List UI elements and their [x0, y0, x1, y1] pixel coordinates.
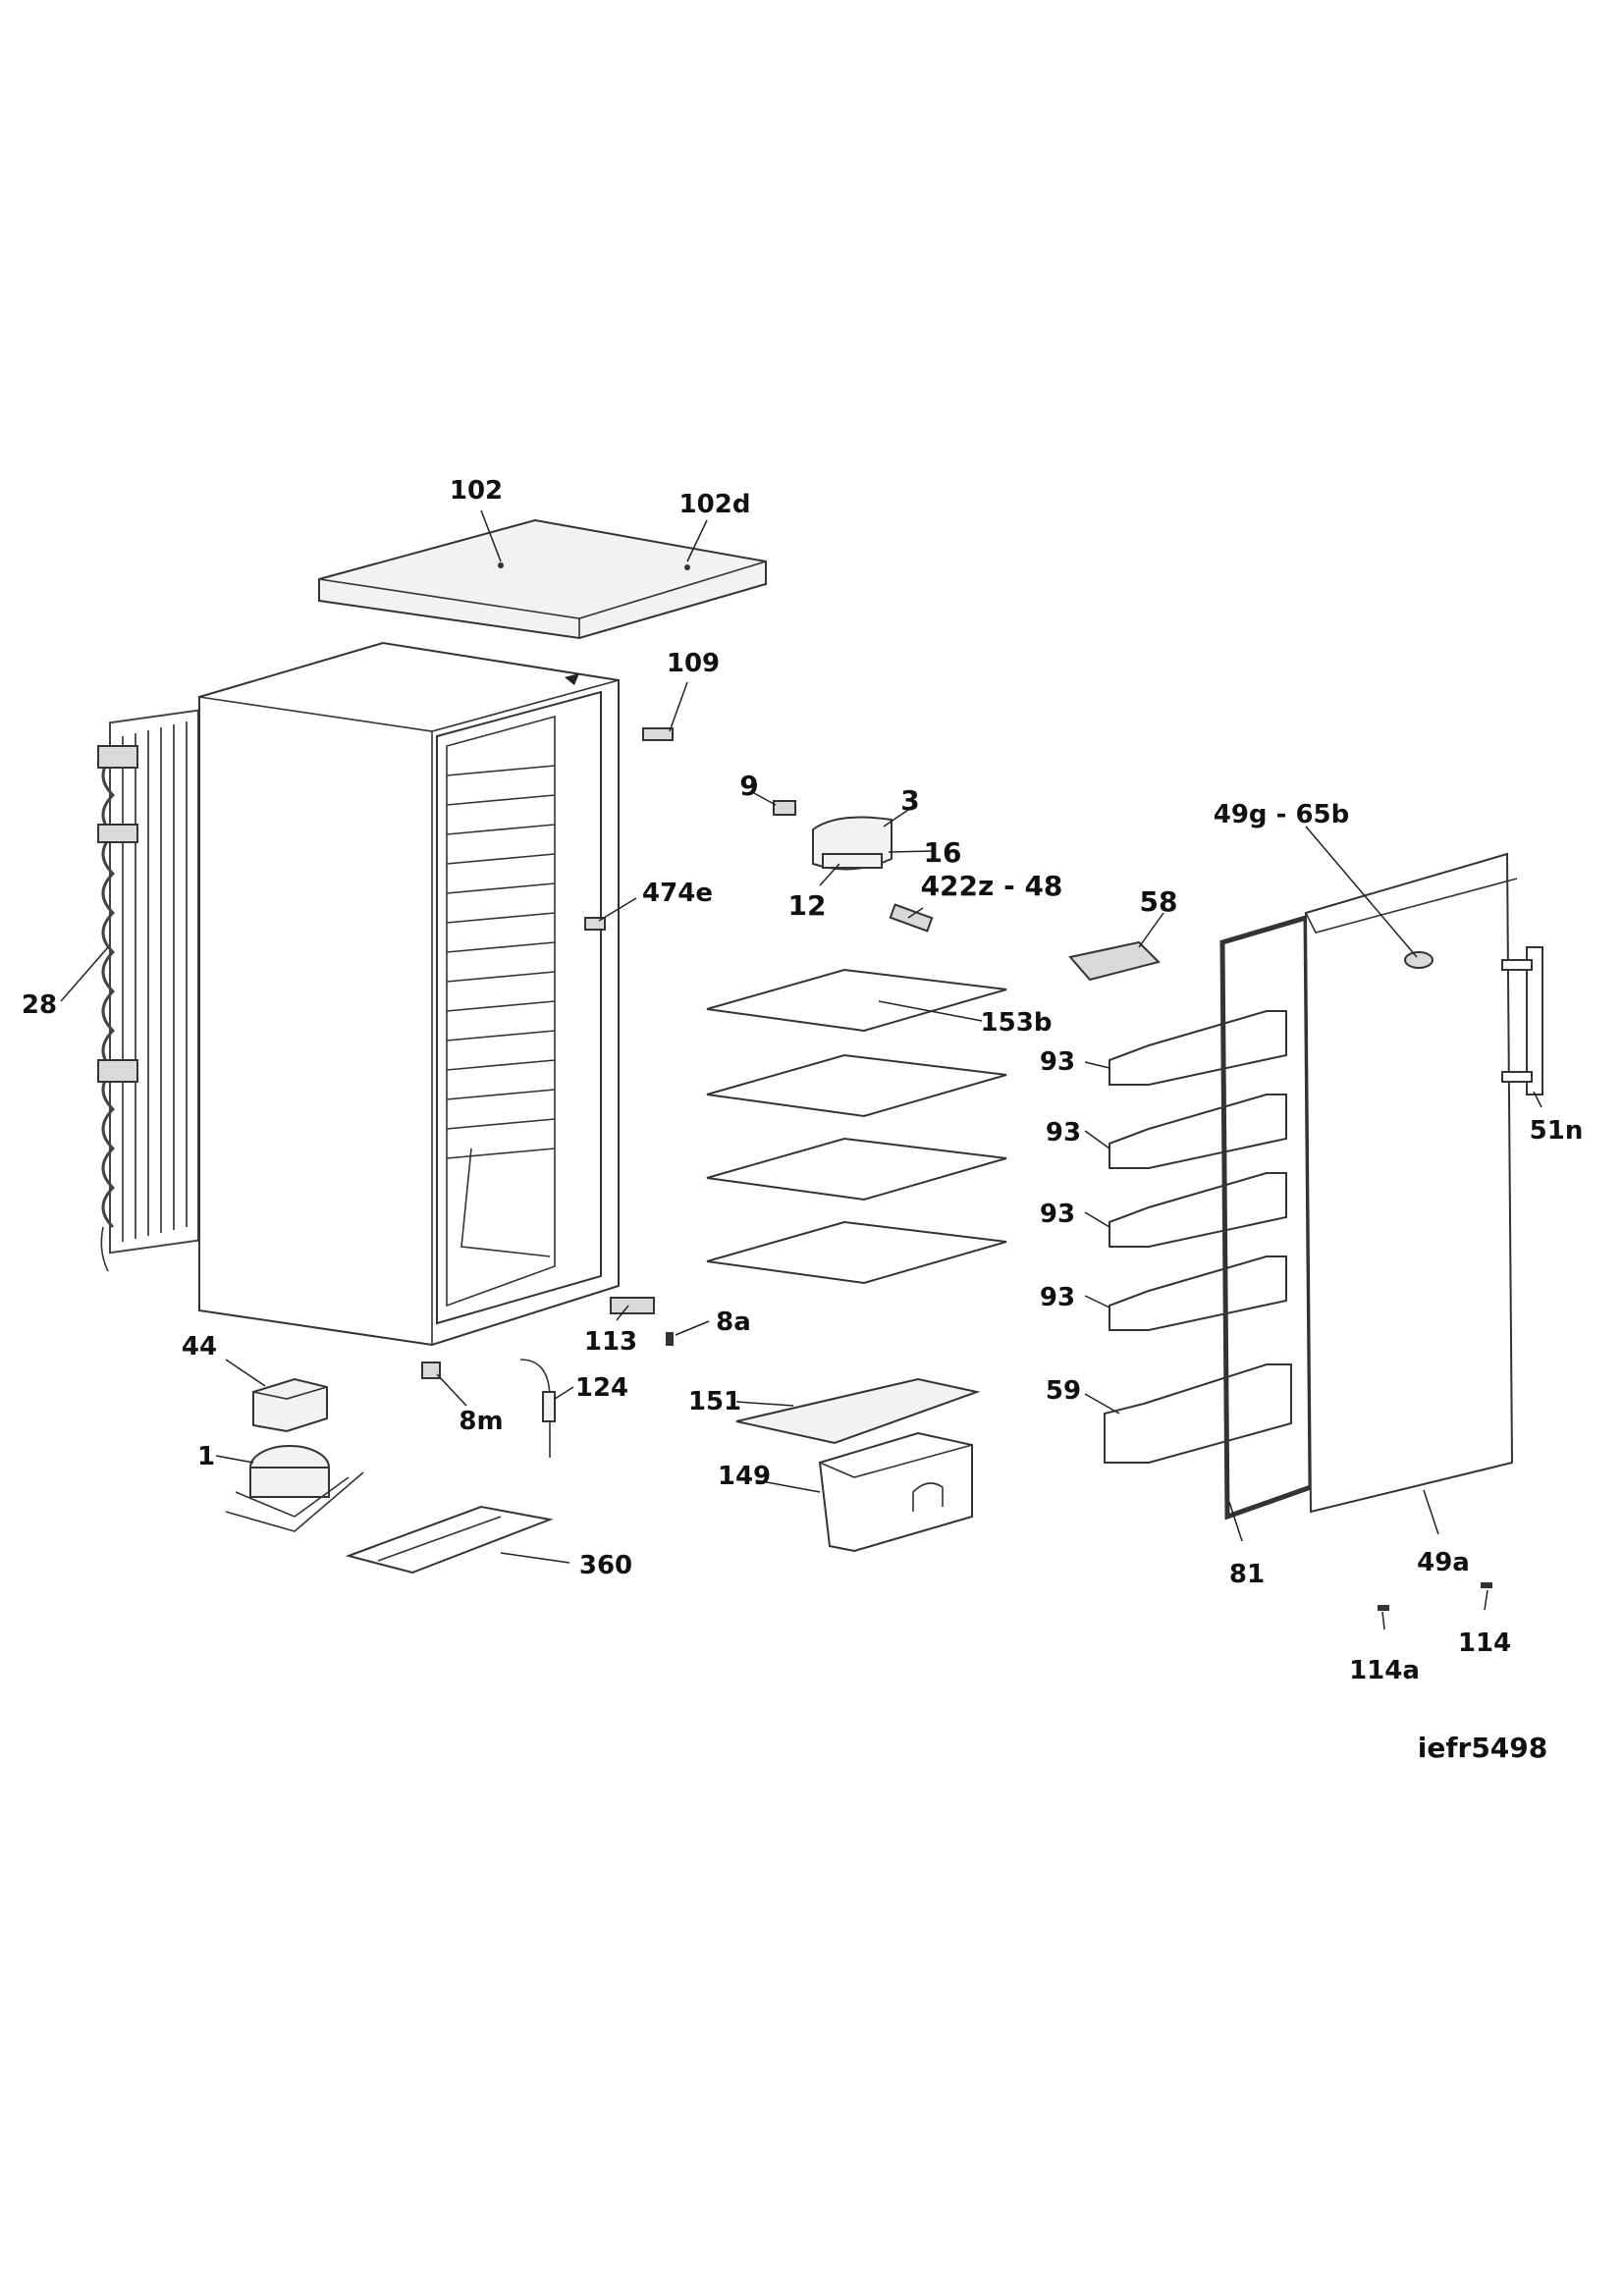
top-cover-panel — [318, 518, 767, 640]
label-1: 1 — [197, 1442, 215, 1471]
label-81: 81 — [1229, 1560, 1265, 1589]
label-28: 28 — [22, 990, 57, 1020]
label-114a: 114a — [1349, 1656, 1420, 1685]
box-44 — [252, 1377, 328, 1433]
label-113: 113 — [584, 1327, 637, 1357]
label-8a: 8a — [716, 1308, 751, 1337]
label-102d: 102d — [679, 490, 751, 519]
label-59: 59 — [1046, 1376, 1081, 1406]
label-109: 109 — [667, 649, 720, 678]
label-93-3: 93 — [1040, 1200, 1075, 1229]
label-474e: 474e — [642, 879, 713, 908]
light-housing — [773, 800, 934, 933]
glass-shelves — [706, 968, 1007, 1285]
part-58-tray — [1068, 940, 1161, 982]
label-422z-48: 422z - 48 — [921, 870, 1063, 902]
label-49a: 49a — [1417, 1548, 1470, 1577]
label-124: 124 — [575, 1373, 628, 1403]
label-93-4: 93 — [1040, 1283, 1075, 1312]
label-149: 149 — [718, 1462, 771, 1491]
cabinet-body — [198, 641, 620, 1347]
leader-lines — [60, 509, 1542, 1630]
base-plate-360 — [345, 1505, 554, 1575]
label-49g-65b: 49g - 65b — [1214, 800, 1349, 829]
label-58: 58 — [1140, 885, 1178, 918]
label-51n: 51n — [1530, 1116, 1584, 1146]
hinge-113 — [610, 1297, 655, 1314]
part-labels: 102 102d 109 9 3 16 12 422z - 48 474e 58… — [22, 476, 1583, 1764]
door-hinge-pins — [1378, 1582, 1492, 1611]
label-153b: 153b — [981, 1008, 1053, 1038]
label-93-2: 93 — [1046, 1118, 1081, 1148]
crisper-cover — [735, 1377, 981, 1445]
foot-8a — [666, 1332, 674, 1346]
label-44: 44 — [182, 1332, 217, 1362]
sensor-124 — [519, 1359, 556, 1458]
label-93-1: 93 — [1040, 1047, 1075, 1077]
condenser-coil — [97, 709, 199, 1272]
label-151: 151 — [688, 1387, 741, 1416]
label-12: 12 — [788, 889, 827, 922]
door-bins — [1104, 1010, 1292, 1464]
drawing-code: iefr5498 — [1418, 1732, 1548, 1764]
crisper-drawer — [818, 1431, 973, 1553]
hinge-109 — [642, 727, 674, 741]
label-8m: 8m — [459, 1407, 503, 1436]
door-panel — [1304, 852, 1518, 1514]
label-114: 114 — [1458, 1629, 1511, 1658]
compressor-1 — [225, 1445, 364, 1532]
relay-8m — [421, 1362, 441, 1379]
label-3: 3 — [900, 784, 919, 817]
label-9: 9 — [739, 770, 758, 802]
label-360: 360 — [579, 1551, 632, 1580]
label-102: 102 — [450, 476, 503, 506]
label-16: 16 — [924, 836, 962, 869]
